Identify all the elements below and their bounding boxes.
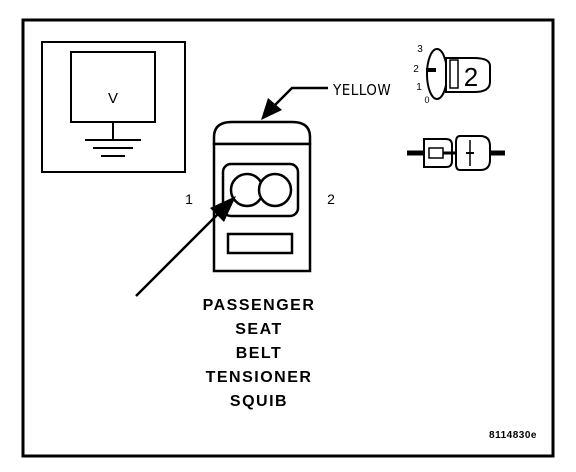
dial-icon-notch [449,59,459,89]
dial-badge-number: 2 [464,62,478,92]
connector-pair-icon [407,135,505,171]
title-line-1: PASSENGER [203,297,316,314]
probe-arrow-head [210,196,236,222]
dial-scale-0: 0 [424,95,429,105]
voltmeter-symbol: V [41,41,186,173]
pin-2-label: 2 [327,191,335,207]
color-leader-line [273,86,328,107]
meter-symbol-label: V [108,90,118,107]
pin-1-label: 1 [185,191,193,207]
meter-outer-box [41,41,186,173]
outer-frame [21,18,555,458]
terminal-2 [257,172,293,208]
connector-title: PASSENGER SEAT BELT TENSIONER SQUIB [203,297,316,410]
connector-slot [226,232,294,255]
meter-face [70,51,156,123]
color-leader [261,86,328,120]
probe-arrow [135,196,236,297]
title-line-4: TENSIONER [206,369,313,386]
dial-icon-knob [426,48,448,100]
dial-scale-1: 1 [416,82,422,93]
dial-icon: 3 2 1 0 2 [413,44,491,105]
color-leader-arrowhead [261,98,282,120]
squib-connector [212,120,312,273]
title-line-5: SQUIB [230,393,288,410]
connector-cap [212,120,312,146]
title-line-3: BELT [236,345,283,362]
figure-id: 8114830e [489,430,537,441]
dial-scale-2: 2 [413,64,419,75]
dial-scale-3: 3 [417,44,423,55]
probe-arrow-line [135,206,226,297]
pair-left-window [428,147,444,159]
title-line-2: SEAT [235,321,282,338]
connector-color-label: YELLOW [332,81,391,99]
